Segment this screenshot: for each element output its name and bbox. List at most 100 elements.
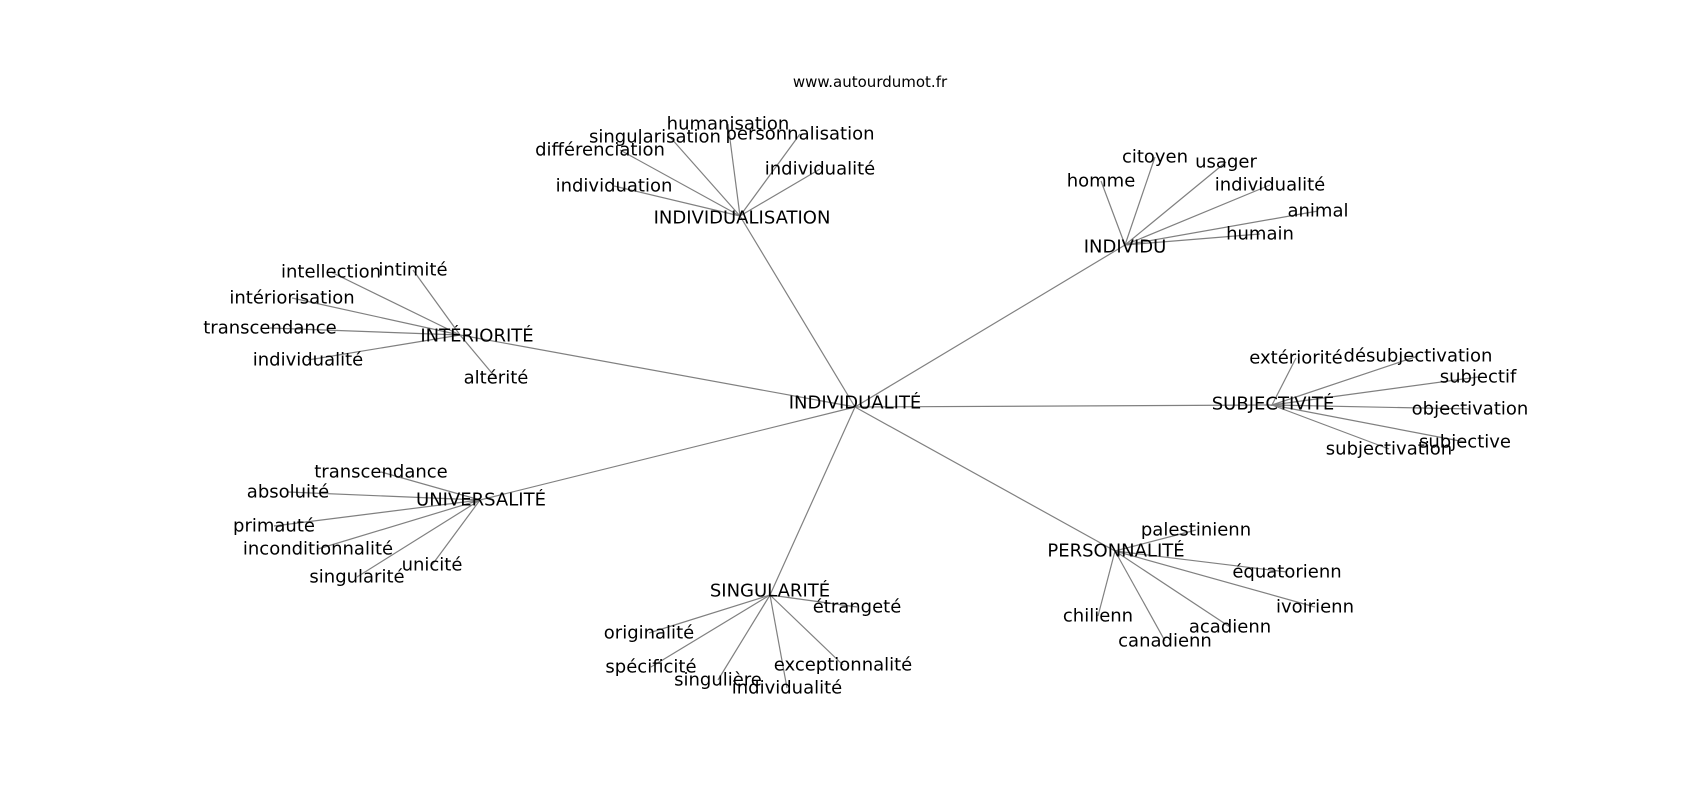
graph-labels: INDIVIDUALITÉ INDIVIDUALISATION humanisati… [203,114,1528,699]
edge-hub-to-word [769,594,858,608]
word-node[interactable]: homme [1067,171,1136,192]
edge-hub-to-word [1114,550,1316,608]
word-node[interactable]: spécificité [605,657,696,678]
word-node[interactable]: individualité [253,350,364,371]
word-node[interactable]: subjectivation [1326,439,1452,460]
edge-hub-to-word [769,594,788,689]
word-node[interactable]: transcendance [203,318,337,339]
word-node[interactable]: individuation [556,176,673,197]
edge-hub-to-word [650,594,771,668]
hub-node[interactable]: SINGULARITÉ [710,580,830,602]
edge-hub-to-word [291,297,461,336]
edge-hub-to-word [269,327,461,336]
edge-hub-to-word [1097,550,1116,617]
hub-node[interactable]: INDIVIDUALISATION [654,208,831,229]
word-node[interactable]: individualité [765,159,876,180]
edge-hub-to-word [273,499,481,527]
edge-hub-to-word [717,594,771,681]
edge-hub-to-word [431,499,481,566]
edge-hub-to-word [1114,550,1231,628]
edge-hub-to-word [459,334,497,379]
edge-hub-to-word [739,133,801,217]
edge-hub-to-word [1124,210,1319,246]
word-node[interactable]: usager [1195,152,1257,173]
graph-edges [269,123,1479,689]
edge-hub-to-word [1114,529,1197,552]
word-node[interactable]: primauté [233,516,315,537]
word-node[interactable]: intimité [378,260,447,281]
word-node[interactable]: objectivation [1412,399,1529,420]
edge-hub-to-word [739,168,821,217]
word-node[interactable]: absoluité [247,482,329,503]
word-node[interactable]: différenciation [535,140,665,161]
edge-center-to-hub [854,406,1116,552]
hub-node[interactable]: INDIVIDU [1084,237,1167,258]
edge-hub-to-word [1271,404,1466,443]
word-node[interactable]: personnalisation [725,124,874,145]
word-node[interactable]: équatorienn [1232,562,1341,583]
word-node[interactable]: humain [1226,224,1294,245]
word-node[interactable]: subjective [1419,432,1511,453]
edge-hub-to-word [1271,355,1419,406]
edge-hub-to-word [613,185,741,217]
word-node[interactable]: citoyen [1122,147,1188,168]
edge-hub-to-word [1271,404,1471,410]
edge-hub-to-word [1114,550,1288,573]
hub-node[interactable]: SUBJECTIVITÉ [1212,393,1335,415]
word-node[interactable]: singularisation [589,127,721,148]
edge-center-to-hub [739,215,856,408]
word-node[interactable]: transcendance [314,462,448,483]
edge-hub-to-word [356,499,481,578]
edge-hub-to-word [1271,404,1390,450]
edge-hub-to-word [648,594,771,634]
edge-center-to-hub [854,244,1126,408]
edge-hub-to-word [1124,233,1261,246]
word-node[interactable]: humanisation [667,114,790,135]
edge-hub-to-word [287,491,481,501]
hub-node[interactable]: UNIVERSALITÉ [416,489,546,511]
word-node[interactable]: subjectif [1440,367,1517,388]
word-node[interactable]: désubjectivation [1344,346,1493,367]
word-node[interactable]: individualité [732,678,843,699]
edge-hub-to-word [1271,376,1479,406]
word-node[interactable]: singulière [674,670,762,691]
edge-hub-to-word [1124,161,1227,246]
word-node[interactable]: extériorité [1249,348,1343,369]
word-node[interactable]: unicité [402,555,463,576]
edge-center-to-hub [769,406,856,596]
word-node[interactable]: palestinienn [1141,520,1251,541]
word-node[interactable]: ivoirienn [1276,597,1354,618]
edge-hub-to-word [412,269,461,336]
edge-hub-to-word [307,334,461,361]
word-node[interactable]: étrangeté [813,597,902,618]
edge-center-to-hub [479,406,856,501]
edge-hub-to-word [1124,184,1271,246]
word-node[interactable]: altérité [464,368,529,389]
edge-hub-to-word [1271,357,1297,406]
word-node[interactable]: singularité [309,567,404,588]
word-node[interactable]: chilienn [1063,606,1133,627]
word-node[interactable]: individualité [1215,175,1326,196]
edge-hub-to-word [1114,550,1166,642]
edge-hub-to-word [727,123,741,217]
hub-node[interactable]: INTÉRIORITÉ [420,325,533,347]
word-node[interactable]: animal [1287,201,1348,222]
edge-hub-to-word [380,471,481,501]
edge-hub-to-word [330,271,461,336]
word-node[interactable]: intellection [281,262,381,283]
word-node[interactable]: exceptionnalité [774,655,913,676]
hub-node[interactable]: PERSONNALITÉ [1047,540,1184,562]
edge-hub-to-word [769,594,844,666]
word-node[interactable]: acadienn [1189,617,1271,638]
word-node[interactable]: canadienn [1118,631,1212,652]
edge-hub-to-word [619,149,741,217]
word-node[interactable]: intériorisation [229,288,354,309]
edge-hub-to-word [1100,180,1126,246]
edge-hub-to-word [317,499,481,550]
edge-hub-to-word [1124,156,1156,246]
word-node[interactable]: originalité [604,623,694,644]
word-node[interactable]: inconditionnalité [243,539,393,560]
edge-center-to-hub [854,404,1273,408]
center-node[interactable]: INDIVIDUALITÉ [789,392,922,414]
